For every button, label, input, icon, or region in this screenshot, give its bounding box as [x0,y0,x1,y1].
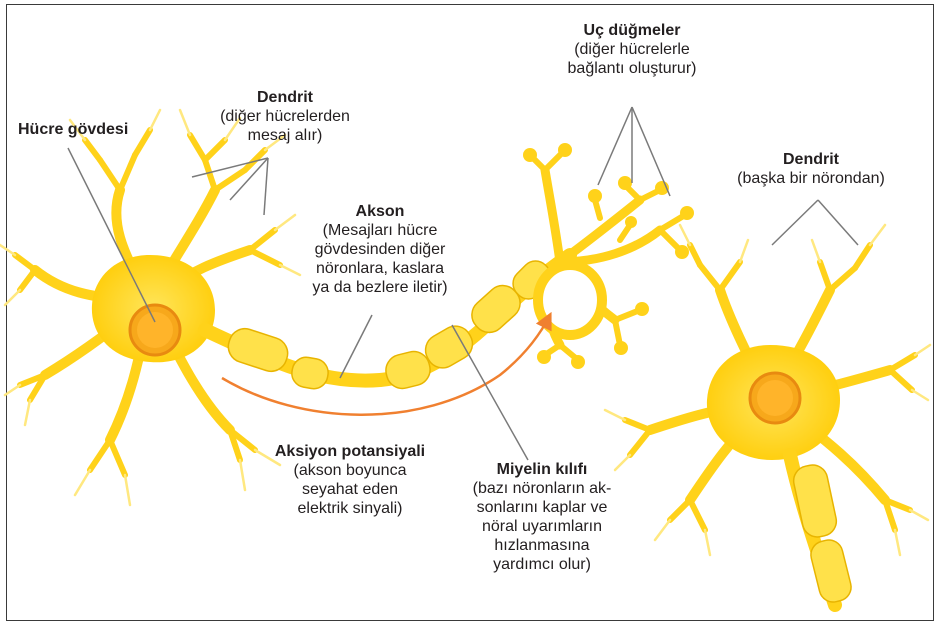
leader-dendrite-left-3 [264,158,268,215]
label-dendrite-left-title: Dendrit [200,88,370,107]
terminal-button [614,341,628,355]
label-terminal-buttons-line2: bağlantı oluşturur) [522,59,742,78]
terminal-button [635,302,649,316]
right-cell-body [707,345,840,460]
label-action-potential-line1: (akson boyunca [240,461,460,480]
label-axon-title: Akson [280,202,480,221]
left-cell-body [92,255,215,362]
leader-dendrite-right-1 [772,200,818,245]
label-myelin-title: Miyelin kılıfı [452,460,632,479]
myelin-segment [290,355,331,391]
label-dendrite-right: Dendrit (başka bir nörondan) [706,150,916,188]
label-myelin: Miyelin kılıfı (bazı nöronların ak- sonl… [452,460,632,574]
leader-terminal-1 [598,107,632,185]
terminal-button [558,143,572,157]
label-action-potential: Aksiyon potansiyali (akson boyunca seyah… [240,442,460,518]
label-dendrite-right-line1: (başka bir nörondan) [706,169,916,188]
label-dendrite-left: Dendrit (diğer hücrelerden mesaj alır) [200,88,370,145]
label-myelin-line5: yardımcı olur) [452,555,632,574]
leader-terminal-3 [632,107,670,196]
terminal-button [625,216,637,228]
label-action-potential-title: Aksiyon potansiyali [240,442,460,461]
terminal-button [571,355,585,369]
label-dendrite-left-line2: mesaj alır) [200,126,370,145]
label-axon-line3: nöronlara, kaslara [280,259,480,278]
myelin-segment [808,537,854,605]
label-dendrite-left-line1: (diğer hücrelerden [200,107,370,126]
label-myelin-line3: nöral uyarımların [452,517,632,536]
label-myelin-line4: hızlanmasına [452,536,632,555]
label-axon-line1: (Mesajları hücre [280,221,480,240]
right-neuron-axon [790,455,854,605]
label-axon: Akson (Mesajları hücre gövdesinden diğer… [280,202,480,297]
leader-dendrite-right-2 [818,200,858,245]
label-dendrite-right-title: Dendrit [706,150,916,169]
leader-axon [340,315,372,378]
terminal-button [537,350,551,364]
label-myelin-line1: (bazı nöronların ak- [452,479,632,498]
terminal-button [523,148,537,162]
terminal-button [618,176,632,190]
myelin-segment [224,325,292,376]
label-terminal-buttons: Uç düğmeler (diğer hücrelerle bağlantı o… [522,21,742,78]
label-action-potential-line2: seyahat eden [240,480,460,499]
label-myelin-line2: sonlarını kaplar ve [452,498,632,517]
label-cell-body: Hücre gövdesi [18,120,128,139]
terminal-button [588,189,602,203]
terminal-button [680,206,694,220]
terminal-hub [538,265,602,335]
terminal-button [675,245,689,259]
label-axon-line2: gövdesinden diğer [280,240,480,259]
label-cell-body-title: Hücre gövdesi [18,120,128,139]
label-axon-line4: ya da bezlere iletir) [280,278,480,297]
label-action-potential-line3: elektrik sinyali) [240,499,460,518]
label-terminal-buttons-line1: (diğer hücrelerle [522,40,742,59]
myelin-segment [791,462,839,539]
label-terminal-buttons-title: Uç düğmeler [522,21,742,40]
leader-myelin [452,325,528,460]
